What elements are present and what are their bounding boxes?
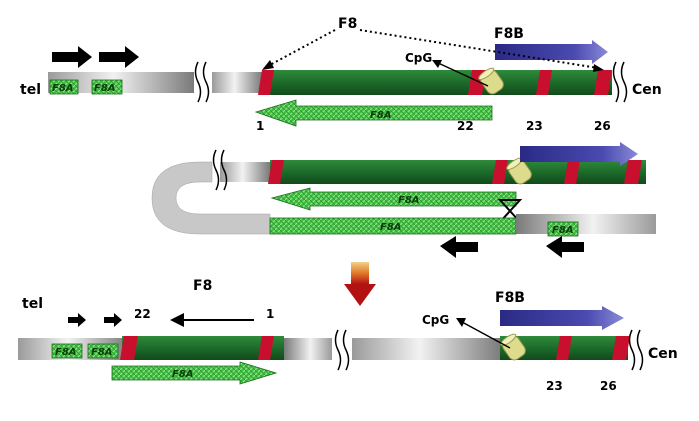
pointer-head <box>456 318 466 327</box>
f8-gene-bar-inverted <box>122 336 284 360</box>
exon-23 <box>564 160 580 184</box>
cen-label: Cen <box>632 82 662 98</box>
f8-label: F8 <box>338 16 357 32</box>
f8a-box <box>87 343 119 359</box>
chromosome-bar-upper <box>220 162 270 182</box>
exon-1 <box>258 336 274 360</box>
exon-number: 1 <box>256 119 264 133</box>
f8a-box-label: F8A <box>552 225 574 236</box>
cpg-label: CpG <box>405 51 432 65</box>
chromosome-bar-mid <box>284 338 332 360</box>
f8a-box-label: F8A <box>94 83 116 94</box>
panel-middle: F8A F8A F8A <box>151 142 656 258</box>
orientation-arrow-right <box>99 46 139 68</box>
exon-number: 22 <box>134 307 151 321</box>
f8a-bar-label: F8A <box>380 222 402 233</box>
exon-26 <box>612 336 630 360</box>
orientation-arrow-right <box>68 313 86 327</box>
chromosome-break-symbol <box>220 149 228 191</box>
exon-number: 26 <box>600 379 617 393</box>
f8a-box-label: F8A <box>52 83 74 94</box>
exon-22 <box>120 336 138 360</box>
f8a-box <box>49 79 79 95</box>
chromosome-break-symbol <box>334 329 342 371</box>
dotted-pointer <box>267 29 336 67</box>
f8a-box <box>547 221 579 237</box>
f8a-box-label: F8A <box>91 347 113 358</box>
panel-bottom: tel F8 22 1 F8A F8A F8A <box>18 278 678 393</box>
f8-label: F8 <box>193 278 212 294</box>
chromosome-break-symbol <box>612 61 620 103</box>
pointer-head <box>262 60 274 70</box>
f8a-box-label: F8A <box>55 347 77 358</box>
chromosome-bar-mid <box>212 72 262 93</box>
exon-number: 23 <box>546 379 563 393</box>
orientation-arrow-left <box>52 46 92 68</box>
dotted-pointer <box>359 29 599 69</box>
pointer-head <box>593 64 604 72</box>
f8b-arrow <box>520 142 638 166</box>
cpg-pointer <box>461 321 511 349</box>
chromosome-bar-lower <box>516 214 656 234</box>
f8a-intron-arrow <box>254 99 493 127</box>
f8a-arrow-label: F8A <box>398 195 420 206</box>
chromosome-break-symbol <box>202 61 210 103</box>
f8-gene-bar <box>262 70 612 95</box>
f8-direction-arrowhead <box>170 313 184 327</box>
chromosome-break-symbol <box>194 61 202 103</box>
f8b-arrow <box>500 306 624 330</box>
transition-arrow <box>344 262 376 306</box>
cen-label: Cen <box>648 346 678 362</box>
cpg-label: CpG <box>422 313 449 327</box>
chromosome-break-symbol <box>212 149 220 191</box>
f8a-box <box>91 79 123 95</box>
exon-22 <box>492 160 508 184</box>
f8a-intron-arrow <box>111 361 278 385</box>
chromosome-break-symbol <box>628 329 636 371</box>
exon-1 <box>268 160 284 184</box>
cpg-pointer <box>435 61 489 87</box>
exon-23 <box>536 70 552 95</box>
exon-26 <box>594 70 612 95</box>
exon-23 <box>556 336 572 360</box>
cpg-island <box>500 333 526 361</box>
f8b-arrow <box>495 40 608 64</box>
chromosome-bar-right <box>352 338 502 360</box>
chromosome-break-symbol <box>342 329 350 371</box>
tel-label: tel <box>22 296 43 312</box>
exon-number: 23 <box>526 119 543 133</box>
f8a-box <box>51 343 83 359</box>
f8b-label: F8B <box>494 26 524 42</box>
f8a-arrow-label: F8A <box>172 369 194 380</box>
orientation-arrow-left <box>546 236 584 258</box>
exon-26 <box>624 160 642 184</box>
f8a-intron-arrow <box>270 187 517 211</box>
exon-number: 26 <box>594 119 611 133</box>
exon-number: 1 <box>266 307 274 321</box>
f8b-label: F8B <box>495 290 525 306</box>
exon-number: 22 <box>457 119 474 133</box>
pointer-head <box>432 60 442 68</box>
orientation-arrow-right <box>104 313 122 327</box>
chromosome-break-symbol <box>636 329 644 371</box>
exon-1 <box>258 70 274 95</box>
f8-gene-bar-upper <box>270 160 646 184</box>
chromosome-break-symbol <box>620 61 628 103</box>
orientation-arrow-left <box>440 236 478 258</box>
panel-top: tel F8A F8A F8B F8 CpG <box>20 16 662 133</box>
f8a-arrow-label: F8A <box>370 110 392 121</box>
tel-label: tel <box>20 82 41 98</box>
cpg-island <box>478 67 504 95</box>
